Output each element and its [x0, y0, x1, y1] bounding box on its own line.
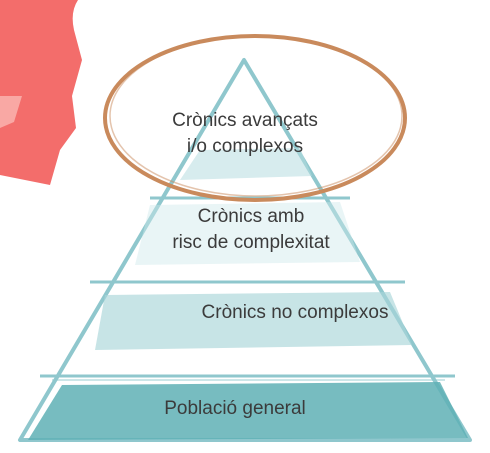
highlight-ellipse-stroke2 [109, 35, 403, 197]
level-label-risk: Crònics amb risc de complexitat [6, 204, 490, 256]
level-label-non-complex-line-1: Crònics no complexos [201, 302, 389, 323]
level-label-advanced-line-2: i/o complexos [186, 136, 304, 157]
corner-arrow-notch [0, 96, 22, 128]
corner-arrow-shape [0, 0, 82, 185]
level-label-non-complex: Crònics no complexos [50, 300, 490, 326]
level-label-risk-line-2: risc de complexitat [172, 232, 330, 253]
level-label-advanced-line-1: Crònics avançats [172, 110, 318, 131]
level-label-risk-line-1: Crònics amb [197, 206, 305, 227]
band-non-complex-fill [95, 292, 412, 350]
band-risk-fill [135, 202, 360, 265]
band-general-fill [28, 382, 468, 440]
level-label-general: Població general [0, 396, 480, 422]
level-label-advanced: Crònics avançats i/o complexos [0, 108, 490, 160]
level-label-general-line-1: Població general [164, 398, 306, 419]
pyramid-outline [18, 58, 472, 442]
band-advanced-fill [180, 148, 312, 180]
